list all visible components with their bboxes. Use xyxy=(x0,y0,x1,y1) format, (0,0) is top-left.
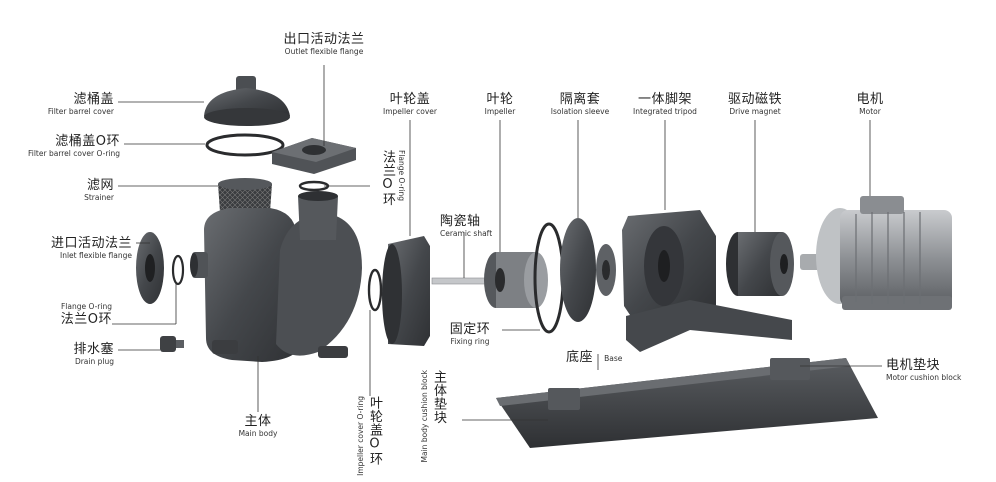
label-zh: 陶瓷轴 xyxy=(440,214,481,229)
integrated-tripod-part xyxy=(622,210,792,352)
label-en: Impeller cover O-ring xyxy=(356,396,365,476)
label-motor: 电机 Motor xyxy=(846,92,894,117)
impeller-cover-part xyxy=(382,236,430,346)
label-zh: 法兰O环 xyxy=(60,312,112,327)
body-cushion-part xyxy=(548,388,580,410)
drive-magnet-part xyxy=(726,232,794,296)
label-isolation-sleeve: 隔离套 Isolation sleeve xyxy=(548,92,612,117)
label-zh: 滤桶盖 xyxy=(73,92,114,107)
label-en: Integrated tripod xyxy=(633,107,697,116)
label-en: Ceramic shaft xyxy=(440,229,493,238)
label-en: Flange O-ring xyxy=(60,302,112,311)
base-part xyxy=(496,358,878,448)
label-zh: 主体垫块 xyxy=(431,370,446,424)
label-en: Impeller xyxy=(484,107,516,116)
label-fixing-ring: 固定环 Fixing ring xyxy=(440,322,500,347)
motor-part xyxy=(800,196,952,310)
label-zh: 一体脚架 xyxy=(637,92,692,107)
label-zh: 排水塞 xyxy=(73,342,114,357)
label-zh: 主体 xyxy=(244,414,272,429)
label-body-cushion: Main body cushion block 主体垫块 xyxy=(420,370,446,462)
inlet-flange-oring-part xyxy=(171,254,185,286)
label-zh: 叶轮盖 xyxy=(389,92,431,107)
label-en: Drain plug xyxy=(74,357,114,366)
ceramic-shaft-part xyxy=(431,277,493,285)
label-en: Filter barrel cover O-ring xyxy=(28,149,120,158)
label-en: Impeller cover xyxy=(383,107,437,116)
label-filter-barrel-cover: 滤桶盖 Filter barrel cover xyxy=(20,92,114,117)
label-impeller-cover: 叶轮盖 Impeller cover xyxy=(372,92,448,117)
label-en: Base xyxy=(604,354,623,363)
label-outlet-flange: 出口活动法兰 Outlet flexible flange xyxy=(264,32,384,57)
main-body-part xyxy=(190,191,362,362)
filter-oring-part xyxy=(205,133,285,157)
label-zh: 隔离套 xyxy=(559,92,601,107)
label-main-body: 主体 Main body xyxy=(228,414,288,439)
label-zh: 固定环 xyxy=(449,322,491,337)
label-ceramic-shaft: 陶瓷轴 Ceramic shaft xyxy=(440,214,492,239)
label-en: Drive magnet xyxy=(729,107,781,116)
label-en: Motor cushion block xyxy=(886,373,962,382)
label-en: Isolation sleeve xyxy=(550,107,610,116)
label-en: Strainer xyxy=(84,193,114,202)
label-inlet-flange: 进口活动法兰 Inlet flexible flange xyxy=(6,236,132,261)
label-en: Fixing ring xyxy=(450,337,490,346)
label-motor-cushion: 电机垫块 Motor cushion block xyxy=(886,358,961,383)
label-zh: 电机垫块 xyxy=(886,358,941,373)
label-zh: 滤桶盖O环 xyxy=(55,134,120,149)
label-en: Main body cushion block xyxy=(420,370,429,463)
drain-plug-part xyxy=(160,336,184,352)
label-zh: 滤网 xyxy=(86,178,114,193)
label-en: Motor xyxy=(859,107,881,116)
leader-lines xyxy=(112,65,882,421)
label-zh: 出口活动法兰 xyxy=(283,32,365,47)
impeller-cover-oring-part xyxy=(367,268,383,312)
label-zh: 叶轮 xyxy=(486,92,514,107)
outlet-flange-oring-part xyxy=(298,180,330,192)
label-impeller-cover-oring: Impeller cover O-ring 叶轮盖O环 xyxy=(356,396,382,476)
label-flange-oring-left: Flange O-ring 法兰O环 xyxy=(20,302,112,327)
label-en: Main body xyxy=(238,429,278,438)
filter-barrel-cover-part xyxy=(204,76,290,126)
label-en: Filter barrel cover xyxy=(47,107,114,116)
label-base: 底座 Base xyxy=(566,346,622,365)
label-impeller: 叶轮 Impeller xyxy=(476,92,524,117)
label-zh: 法兰O环 xyxy=(380,150,395,206)
label-zh: 叶轮盖O环 xyxy=(367,396,382,466)
label-en: Inlet flexible flange xyxy=(59,251,132,260)
label-drain-plug: 排水塞 Drain plug xyxy=(30,342,114,367)
isolation-sleeve-part xyxy=(560,218,616,322)
label-zh: 进口活动法兰 xyxy=(50,236,132,251)
label-flange-oring-vertical: 法兰O环 Flange O-ring xyxy=(380,150,406,206)
label-drive-magnet: 驱动磁铁 Drive magnet xyxy=(722,92,788,117)
impeller-part xyxy=(484,252,548,308)
label-zh: 驱动磁铁 xyxy=(727,92,782,107)
label-filter-oring: 滤桶盖O环 Filter barrel cover O-ring xyxy=(4,134,120,159)
label-zh: 电机 xyxy=(856,92,884,107)
label-integrated-tripod: 一体脚架 Integrated tripod xyxy=(628,92,702,117)
outlet-flange-part xyxy=(272,138,356,174)
label-en: Flange O-ring xyxy=(397,150,406,202)
label-en: Outlet flexible flange xyxy=(284,47,364,56)
motor-cushion-part xyxy=(770,358,810,380)
label-strainer: 滤网 Strainer xyxy=(40,178,114,203)
label-zh: 底座 xyxy=(566,350,594,365)
inlet-flange-part xyxy=(136,232,164,304)
